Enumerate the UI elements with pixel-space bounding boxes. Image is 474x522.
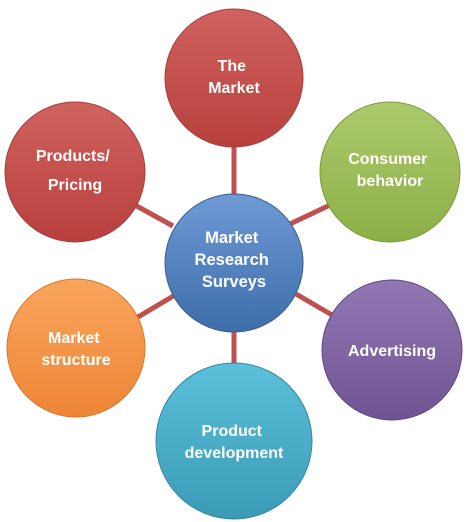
node-market-structure-line-2: structure — [41, 352, 110, 369]
node-the-market-line-2: Market — [208, 80, 260, 97]
node-products-pricing-line-1: Products/ — [36, 148, 110, 165]
node-advertising-circle — [321, 279, 463, 421]
node-products-pricing-line-2: Pricing — [48, 177, 102, 194]
center-node: Market Research Surveys — [164, 193, 304, 333]
node-consumer-behavior-circle — [319, 101, 461, 243]
node-the-market-label: The Market — [208, 58, 260, 97]
connector-advertising — [294, 291, 334, 318]
node-market-structure-circle — [6, 278, 146, 418]
connector-market-structure — [136, 292, 177, 320]
center-node-circle — [164, 193, 304, 333]
node-products-pricing-circle — [4, 101, 146, 243]
node-market-structure: Market structure — [6, 278, 146, 418]
node-consumer-behavior: Consumer behavior — [319, 101, 461, 243]
center-node-line-2: Research — [195, 251, 269, 269]
node-product-development-label: Product development — [185, 423, 284, 462]
node-the-market-line-1: The — [218, 58, 247, 75]
node-products-pricing-label: Products/ Pricing — [36, 148, 114, 194]
node-consumer-behavior-label: Consumer behavior — [348, 151, 432, 190]
node-product-development-circle — [155, 362, 313, 520]
node-product-development-line-2: development — [185, 445, 284, 462]
node-advertising-line-1: Advertising — [348, 343, 436, 360]
connector-products-pricing — [131, 201, 175, 229]
center-node-line-3: Surveys — [202, 273, 266, 291]
node-the-market: The Market — [164, 8, 304, 148]
connector-consumer-behavior — [288, 202, 332, 227]
node-consumer-behavior-line-2: behavior — [357, 173, 424, 190]
node-consumer-behavior-line-1: Consumer — [348, 151, 427, 168]
node-market-structure-line-1: Market — [48, 330, 100, 347]
node-advertising: Advertising — [321, 279, 463, 421]
node-market-structure-label: Market structure — [41, 330, 110, 369]
node-the-market-circle — [164, 8, 304, 148]
node-advertising-label: Advertising — [348, 343, 436, 360]
node-products-pricing: Products/ Pricing — [4, 101, 146, 243]
node-product-development-line-1: Product — [202, 423, 263, 440]
center-node-label: Market Research Surveys — [195, 229, 274, 291]
node-product-development: Product development — [155, 362, 313, 520]
center-node-line-1: Market — [205, 229, 259, 247]
